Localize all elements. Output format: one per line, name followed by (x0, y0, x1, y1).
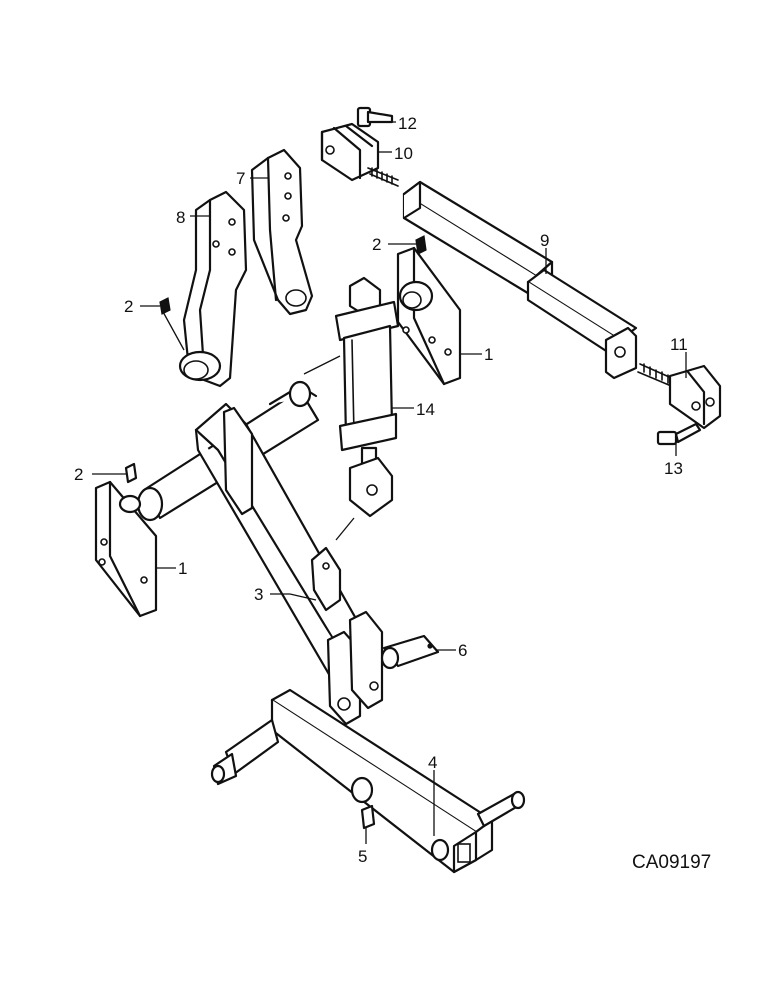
callout-8: 8 (176, 208, 185, 227)
callout-9: 9 (540, 231, 549, 250)
part-arm-7 (250, 148, 314, 316)
callout-12: 12 (398, 114, 417, 133)
figure-id: CA09197 (632, 852, 711, 873)
part-bolt-12 (356, 106, 394, 128)
callout-6: 6 (458, 641, 467, 660)
callout-13: 13 (664, 459, 683, 478)
part-grease-fitting-2b (415, 235, 427, 255)
part-clevis-10 (320, 122, 399, 187)
callout-1a: 1 (484, 345, 493, 364)
callout-11: 11 (670, 335, 688, 354)
callout-4: 4 (428, 753, 437, 772)
part-grease-fitting-2c (124, 462, 138, 484)
callout-1b: 1 (178, 559, 187, 578)
leader-lines (92, 121, 687, 844)
part-plate-1-lower (94, 480, 158, 618)
part-tube-9 (402, 180, 638, 380)
part-grease-fitting-5 (360, 804, 376, 830)
part-plate-1-upper (396, 246, 462, 386)
part-arm-8 (178, 190, 248, 388)
part-cylinder-14 (334, 276, 400, 518)
callout-3: 3 (254, 585, 263, 604)
callout-2a: 2 (372, 235, 381, 254)
callout-labels: 12 10 7 8 9 2 2 1 11 14 13 2 1 3 6 4 5 (74, 114, 688, 866)
part-pin-6 (380, 634, 440, 670)
callout-5: 5 (358, 847, 367, 866)
callout-14: 14 (416, 400, 435, 419)
part-bolt-13 (656, 422, 702, 446)
callout-10: 10 (394, 144, 413, 163)
callout-7: 7 (236, 169, 245, 188)
callout-2c: 2 (74, 465, 83, 484)
part-grease-fitting-2a (159, 297, 171, 315)
part-lift-arm-3 (136, 380, 384, 726)
part-clevis-11 (637, 363, 722, 430)
part-axle-4 (210, 688, 526, 874)
callout-2b: 2 (124, 297, 133, 316)
